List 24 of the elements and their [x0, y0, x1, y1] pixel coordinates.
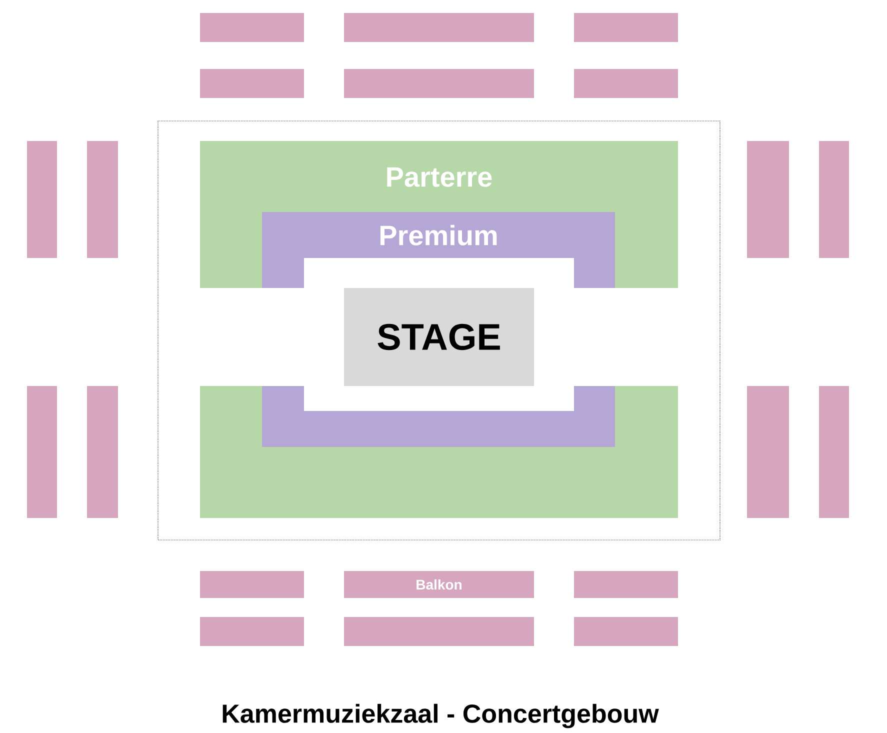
seat-block [574, 571, 678, 598]
seat-block [819, 141, 849, 258]
seat-block [200, 571, 304, 598]
seat-block [87, 141, 118, 258]
seat-block [344, 617, 534, 646]
seat-block [747, 141, 789, 258]
seat-block [27, 386, 57, 518]
title: Kamermuziekzaal - Concertgebouw [222, 704, 659, 728]
seat-block [819, 386, 849, 518]
seat-block [200, 13, 304, 42]
seat-block [344, 69, 534, 98]
seat-block [27, 141, 57, 258]
seat-block [344, 13, 534, 42]
stage: STAGE [344, 288, 534, 386]
seat-block: Balkon [344, 571, 534, 598]
seat-block [574, 13, 678, 42]
seat-block [200, 69, 304, 98]
seating-section: Premium [262, 212, 615, 288]
seat-block [747, 386, 789, 518]
seat-block [574, 69, 678, 98]
seating-section [262, 386, 615, 447]
seat-block [87, 386, 118, 518]
seat-block [200, 617, 304, 646]
seat-block [574, 617, 678, 646]
